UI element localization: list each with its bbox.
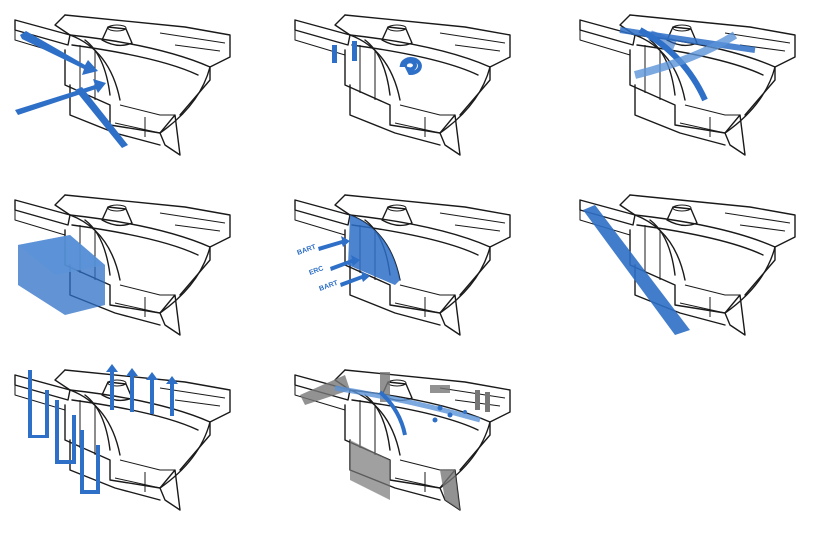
upward-arrows: [106, 364, 178, 416]
diagram-panel-elements: [290, 5, 540, 175]
diagram-panel-access: [10, 5, 260, 175]
transit-label-bart-2: BART: [318, 279, 339, 292]
circulation-arrows: [15, 31, 128, 148]
massing-sketch: [579, 14, 796, 156]
pedestrian-paths: [619, 27, 756, 102]
diagram-panel-composite: [290, 360, 540, 530]
element-markers: [332, 41, 422, 76]
transit-label-erc: ERC: [308, 265, 324, 277]
transit-label-bart-1: BART: [296, 243, 317, 256]
massing-sketch: [294, 369, 511, 511]
massing-sketch: [14, 364, 231, 511]
diagram-panel-street-edge: [575, 185, 818, 355]
transit-connection: [318, 215, 400, 287]
highlighted-volume: [18, 235, 105, 315]
composite-overlay: [300, 372, 490, 510]
diagram-panel-transit: BART ERC BART: [290, 185, 540, 355]
massing-sketch: [14, 14, 231, 156]
diagram-panel-vertical: [10, 360, 260, 530]
vertical-circulation: [28, 370, 100, 494]
diagram-panel-paths: [575, 5, 818, 175]
diagram-panel-volume: [10, 185, 260, 355]
massing-sketch: [294, 14, 511, 156]
massing-sketch: [579, 194, 796, 336]
massing-sketch: BART ERC BART: [294, 194, 511, 336]
massing-sketch: [14, 194, 231, 336]
street-edge-band: [583, 205, 690, 335]
